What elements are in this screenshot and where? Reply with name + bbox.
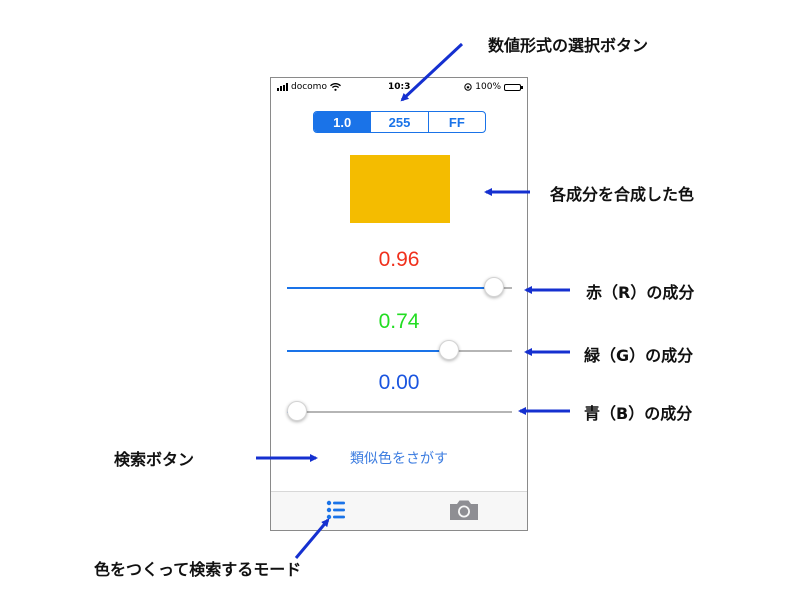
list-icon xyxy=(326,500,345,520)
search-similar-button[interactable]: 類似色をさがす xyxy=(350,451,448,467)
blue-slider-thumb[interactable] xyxy=(287,401,307,421)
tab-bar xyxy=(271,491,527,530)
blue-slider[interactable] xyxy=(287,399,512,425)
green-value-label: 0.74 xyxy=(378,310,420,333)
red-slider[interactable] xyxy=(287,275,512,301)
carrier-label: docomo xyxy=(291,82,327,92)
camera-icon xyxy=(450,500,478,520)
signal-icon xyxy=(277,83,288,91)
tab-camera-mode[interactable] xyxy=(447,498,481,522)
rotation-lock-icon xyxy=(464,83,472,91)
wifi-icon xyxy=(329,83,341,91)
green-slider[interactable] xyxy=(287,338,512,364)
color-preview-swatch xyxy=(350,155,450,223)
battery-icon xyxy=(504,83,523,91)
status-bar: docomo 10:3 100% xyxy=(271,78,527,98)
format-option-hex[interactable]: FF xyxy=(427,112,485,132)
green-slider-thumb[interactable] xyxy=(438,340,459,360)
phone-screen: docomo 10:3 100% 1.0 255 FF 0.96 0.74 0.… xyxy=(270,77,528,531)
format-option-255[interactable]: 255 xyxy=(370,112,427,132)
callout-search-button: 検索ボタン xyxy=(114,450,195,469)
battery-percent: 100% xyxy=(475,82,501,92)
red-slider-thumb[interactable] xyxy=(483,277,504,297)
format-option-decimal[interactable]: 1.0 xyxy=(314,112,371,132)
callout-color-preview: 各成分を合成した色 xyxy=(550,185,695,204)
callout-blue-slider: 青（B）の成分 xyxy=(584,404,693,423)
blue-value-label: 0.00 xyxy=(378,371,420,394)
callout-format-selector: 数値形式の選択ボタン xyxy=(488,36,649,55)
tab-create-color-mode[interactable] xyxy=(323,498,349,522)
callout-red-slider: 赤（R）の成分 xyxy=(586,283,695,302)
number-format-selector: 1.0 255 FF xyxy=(313,111,486,133)
red-value-label: 0.96 xyxy=(378,248,420,271)
callout-green-slider: 緑（G）の成分 xyxy=(584,346,694,365)
status-time: 10:3 xyxy=(388,82,411,92)
callout-mode-tab: 色をつくって検索するモード xyxy=(94,560,302,579)
